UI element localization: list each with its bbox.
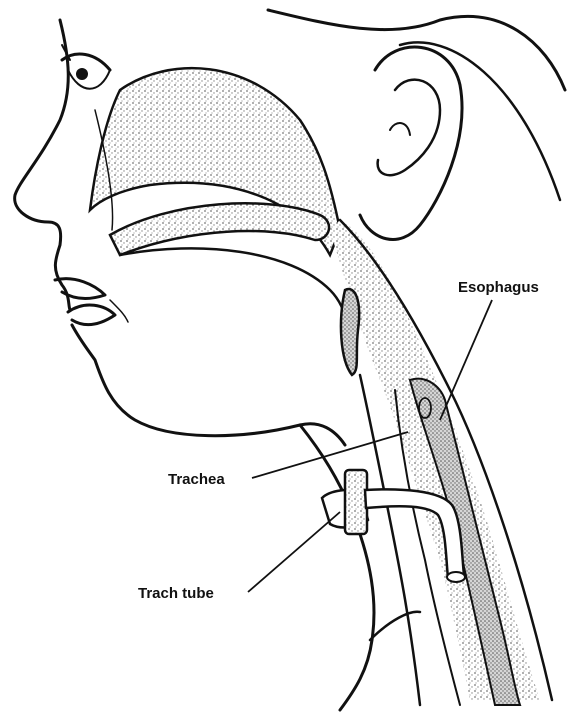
ear: [360, 47, 462, 239]
tongue-outline: [120, 248, 349, 360]
clavicle-line: [370, 612, 420, 640]
trach-tube-label: Trach tube: [138, 585, 214, 602]
esophagus-leader: [440, 300, 492, 420]
esophagus-label: Esophagus: [458, 279, 539, 296]
neck-back-outline: [400, 42, 560, 200]
trachea-label: Trachea: [168, 471, 225, 488]
head-back-outline: [268, 10, 565, 90]
soft-palate: [110, 203, 329, 255]
epiglottis: [341, 289, 359, 375]
trach-tube-leader: [248, 512, 340, 592]
neck-front-outline: [300, 425, 374, 710]
